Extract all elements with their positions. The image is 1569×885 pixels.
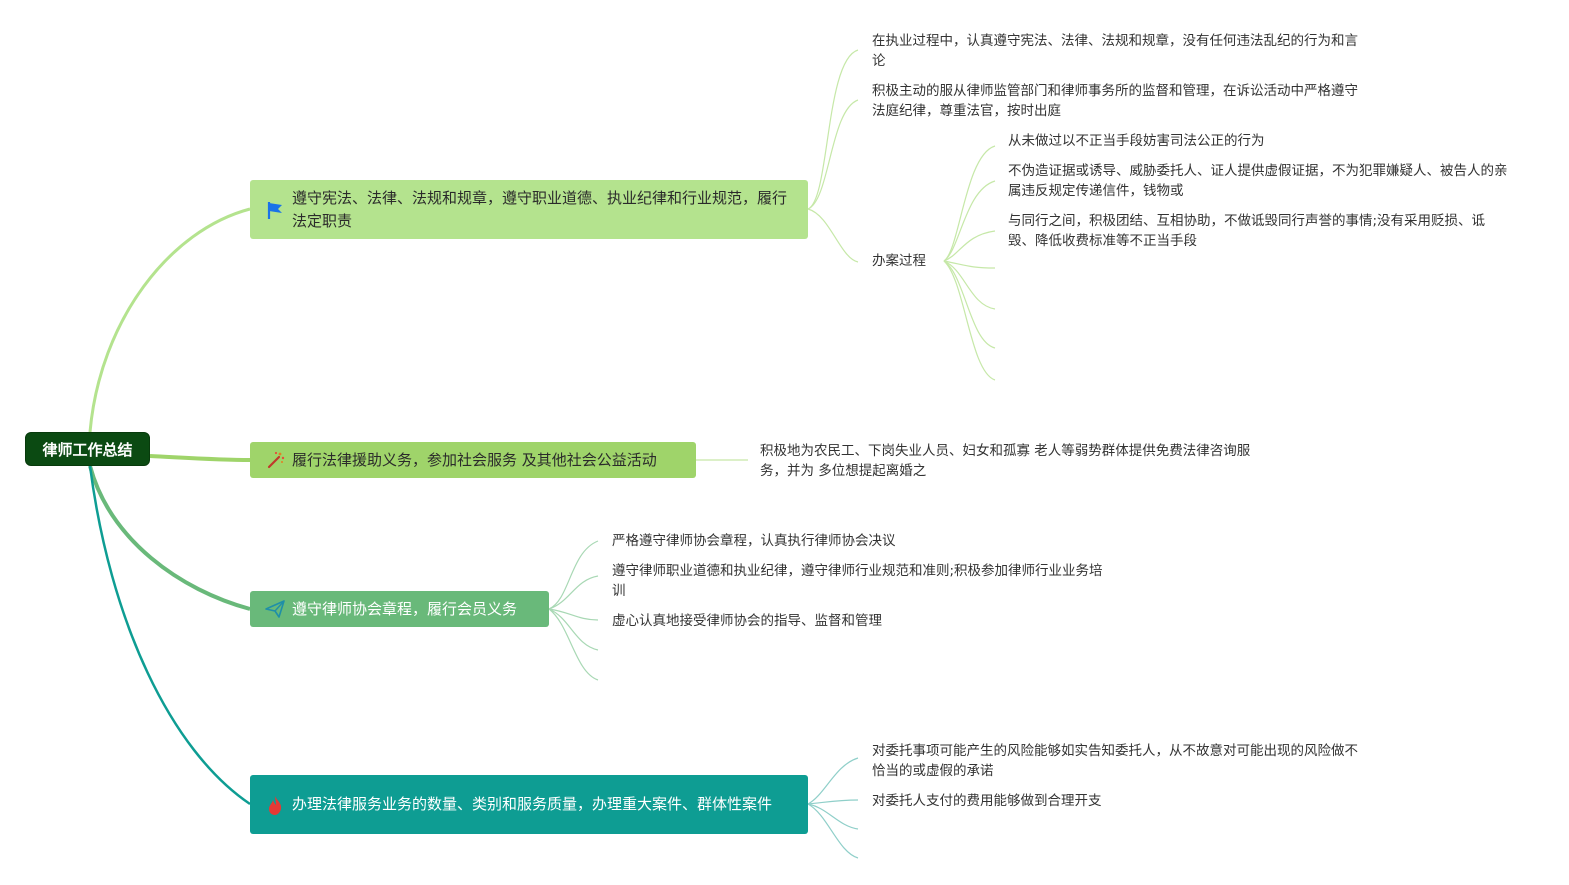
connector-b4-c1 (807, 757, 859, 805)
connector-b3-c2 (548, 575, 599, 610)
branch-label-1: 遵守宪法、法律、法规和规章，遵守职业道德、执业纪律和行业规范，履行法定职责 (292, 188, 788, 230)
root-node[interactable]: 律师工作总结 (25, 432, 150, 466)
connector-root-b3 (88, 465, 251, 611)
branch-node-4[interactable]: 办理法律服务业务的数量、类别和服务质量，办理重大案件、群体性案件 (250, 775, 808, 834)
connector-b1c3-g5 (943, 260, 996, 310)
connector-b1-c3 (807, 208, 859, 263)
branch-node-2[interactable]: 履行法律援助义务，参加社会服务 及其他社会公益活动 (250, 442, 696, 478)
branch-label-2: 履行法律援助义务，参加社会服务 及其他社会公益活动 (292, 450, 657, 469)
leaf-b1-2[interactable]: 积极主动的服从律师监管部门和律师事务所的监督和管理，在诉讼活动中严格遵守法庭纪律… (872, 83, 1358, 119)
magic-wand-icon (267, 451, 285, 469)
leaf-b3-3[interactable]: 虚心认真地接受律师协会的指导、监督和管理 (612, 613, 882, 629)
leaf-b3-2[interactable]: 遵守律师职业道德和执业纪律，遵守律师行业规范和准则;积极参加律师行业业务培训 (612, 563, 1103, 599)
branch-label-3: 遵守律师协会章程，履行会员义务 (292, 599, 518, 618)
leaf-b3-1[interactable]: 严格遵守律师协会章程，认真执行律师协会决议 (612, 533, 896, 549)
connector-root-b4 (88, 465, 251, 806)
connector-b3-c4 (548, 608, 599, 651)
flag-icon (267, 201, 282, 219)
leaf-b1-3[interactable]: 办案过程 (872, 253, 926, 269)
connector-b1-c2 (807, 99, 859, 210)
connector-b3-c5 (548, 608, 599, 681)
connector-b1c3-g4 (943, 260, 996, 269)
root-label: 律师工作总结 (42, 440, 133, 459)
connector-b4-c3 (807, 803, 859, 830)
connector-b1-c1 (807, 49, 859, 210)
connector-b3-c1 (548, 540, 599, 610)
leaf-b4-1[interactable]: 对委托事项可能产生的风险能够如实告知委托人，从不故意对可能出现的风险做不恰当的或… (872, 743, 1358, 779)
connector-b1c3-g6 (943, 260, 996, 349)
leaf-b4-2[interactable]: 对委托人支付的费用能够做到合理开支 (872, 793, 1102, 809)
connector-root-b2 (149, 454, 251, 462)
paper-plane-icon (265, 600, 285, 618)
connector-b1c3-g3 (943, 230, 996, 262)
leaf-b2-1[interactable]: 积极地为农民工、下岗失业人员、妇女和孤寡 老人等弱势群体提供免费法律咨询服务，并… (760, 443, 1251, 479)
connector-b4-c2 (807, 799, 859, 805)
connector-b3-c3 (548, 608, 599, 621)
connector-b1c3-g1 (943, 145, 996, 262)
branch-node-3[interactable]: 遵守律师协会章程，履行会员义务 (250, 591, 549, 627)
leaf-b1-3-1[interactable]: 从未做过以不正当手段妨害司法公正的行为 (1008, 133, 1265, 149)
leaf-b1-3-3[interactable]: 与同行之间，积极团结、互相协助，不做诋毁同行声誉的事情;没有采用贬损、诋毁、降低… (1008, 213, 1486, 249)
branch-node-1[interactable]: 遵守宪法、法律、法规和规章，遵守职业道德、执业纪律和行业规范，履行法定职责 (250, 180, 808, 239)
connector-root-b1 (88, 207, 251, 433)
leaf-b1-3-2[interactable]: 不伪造证据或诱导、威胁委托人、证人提供虚假证据，不为犯罪嫌疑人、被告人的亲属违反… (1008, 163, 1508, 199)
leaf-b1-1[interactable]: 在执业过程中，认真遵守宪法、法律、法规和规章，没有任何违法乱纪的行为和言论 (872, 33, 1358, 69)
connector-b1c3-g7 (943, 260, 996, 381)
connector-b4-c4 (807, 803, 859, 859)
branch-label-4: 办理法律服务业务的数量、类别和服务质量，办理重大案件、群体性案件 (292, 795, 773, 813)
fire-icon (269, 795, 282, 815)
connector-b1c3-g2 (943, 180, 996, 262)
